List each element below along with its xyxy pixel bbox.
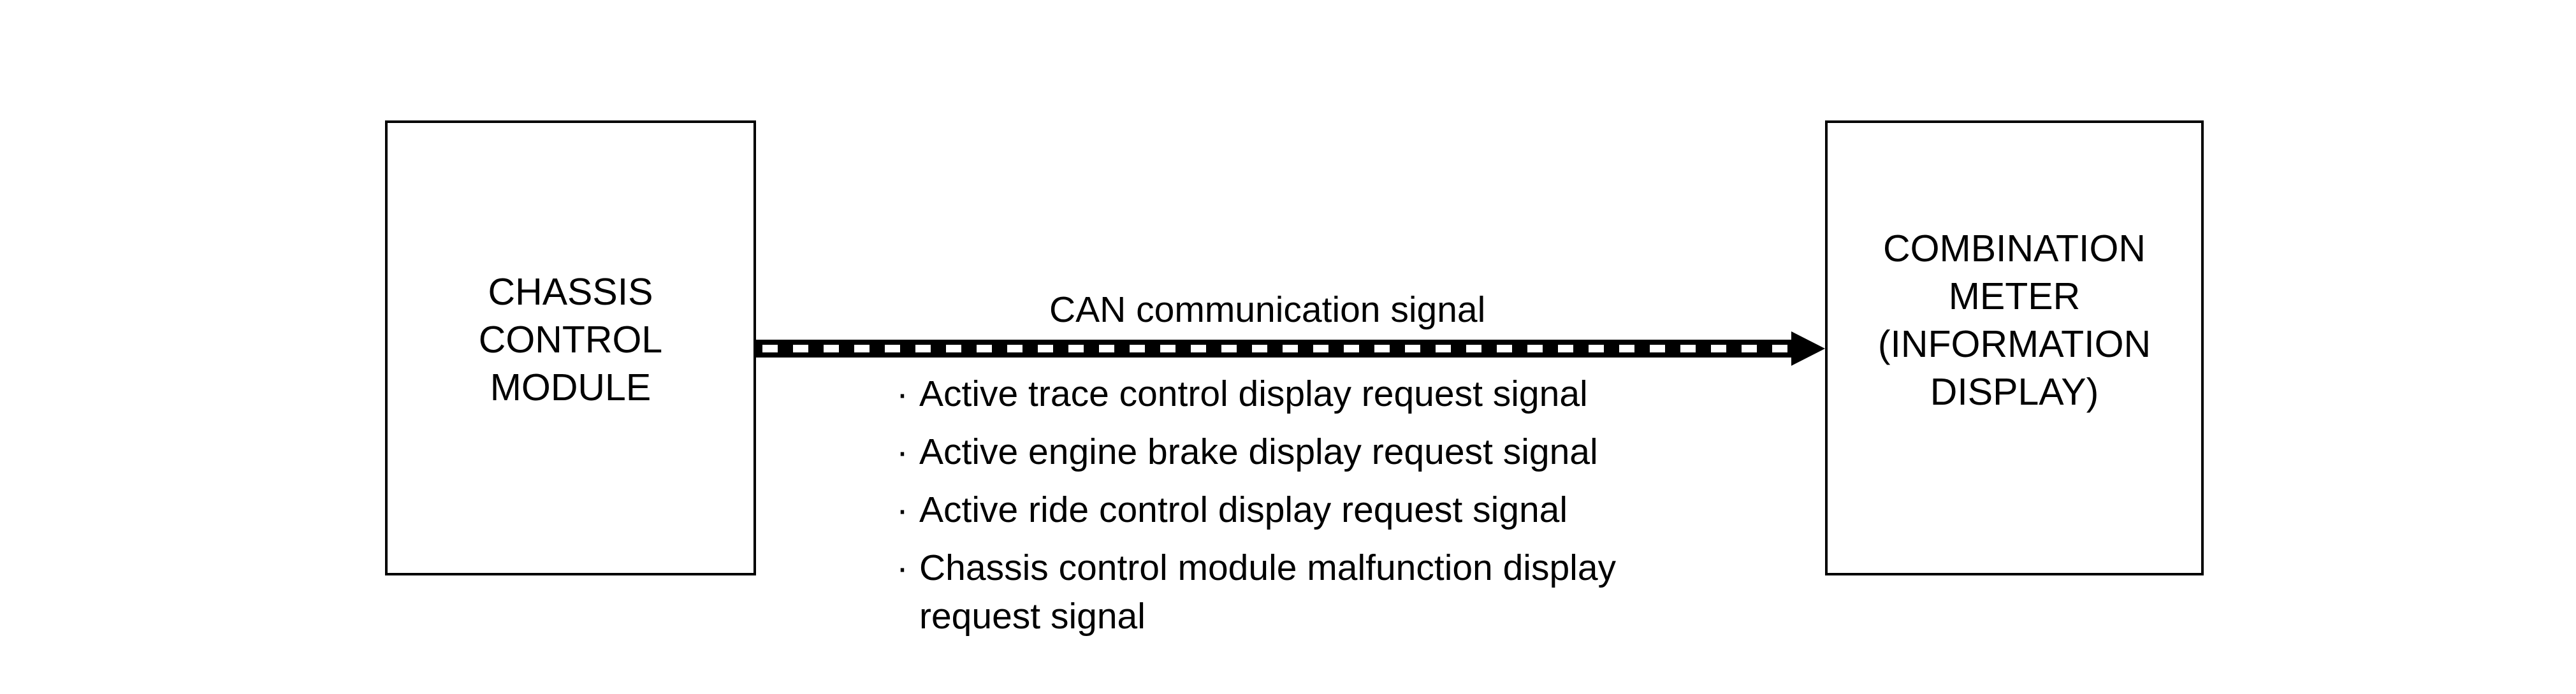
signal-item: · Active trace control display request s… <box>895 370 1616 418</box>
bullet-dot: · <box>896 431 908 472</box>
combination-meter-label: COMBINATION METER (INFORMATION DISPLAY) <box>1877 228 2151 413</box>
combination-meter-box: COMBINATION METER (INFORMATION DISPLAY) <box>1825 120 2204 575</box>
bullet-dot: · <box>896 373 908 414</box>
chassis-control-module-label: CHASSIS CONTROL MODULE <box>478 270 663 408</box>
bullet-dot: · <box>896 547 908 588</box>
signal-item: · Active ride control display request si… <box>895 486 1616 534</box>
signal-list: · Active trace control display request s… <box>895 370 1616 650</box>
arrow-head-icon <box>1791 331 1825 366</box>
bullet-dot: · <box>896 489 908 530</box>
signal-item: · Active engine brake display request si… <box>895 428 1616 476</box>
signal-item-text: Active engine brake display request sign… <box>919 431 1598 472</box>
chassis-control-module-box: CHASSIS CONTROL MODULE <box>385 120 756 575</box>
signal-item: · Chassis control module malfunction dis… <box>895 544 1616 640</box>
signal-item-text: Active ride control display request sign… <box>919 489 1568 530</box>
signal-item-text: Active trace control display request sig… <box>919 373 1588 414</box>
signal-item-text: Chassis control module malfunction displ… <box>919 547 1617 637</box>
can-bus-line <box>756 340 1795 358</box>
can-communication-label: CAN communication signal <box>1049 289 1486 330</box>
